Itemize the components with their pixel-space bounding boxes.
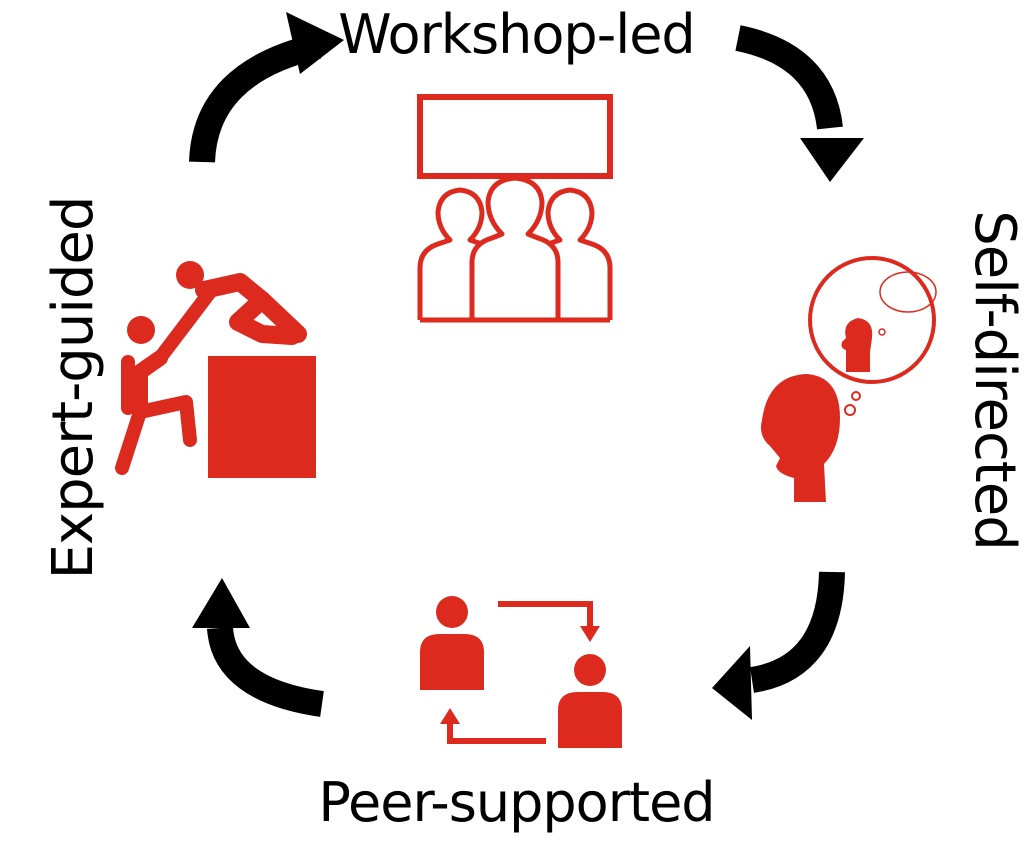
cycle-arrow-top-left: [189, 12, 344, 163]
audience-screen-icon: [417, 94, 613, 323]
label-workshop-led: Workshop-led: [338, 3, 695, 66]
climbing-helper-icon: [115, 261, 316, 478]
label-peer-supported: Peer-supported: [318, 771, 715, 834]
cycle-arrow-bottom-left: [192, 578, 324, 717]
peer-exchange-icon: [420, 596, 622, 748]
cycle-arrow-bottom-right: [712, 571, 845, 720]
label-self-directed: Self-directed: [962, 210, 1027, 550]
label-expert-guided: Expert-guided: [41, 196, 106, 580]
thinking-head-icon: [761, 256, 937, 502]
cycle-arrow-top-right: [735, 25, 864, 182]
